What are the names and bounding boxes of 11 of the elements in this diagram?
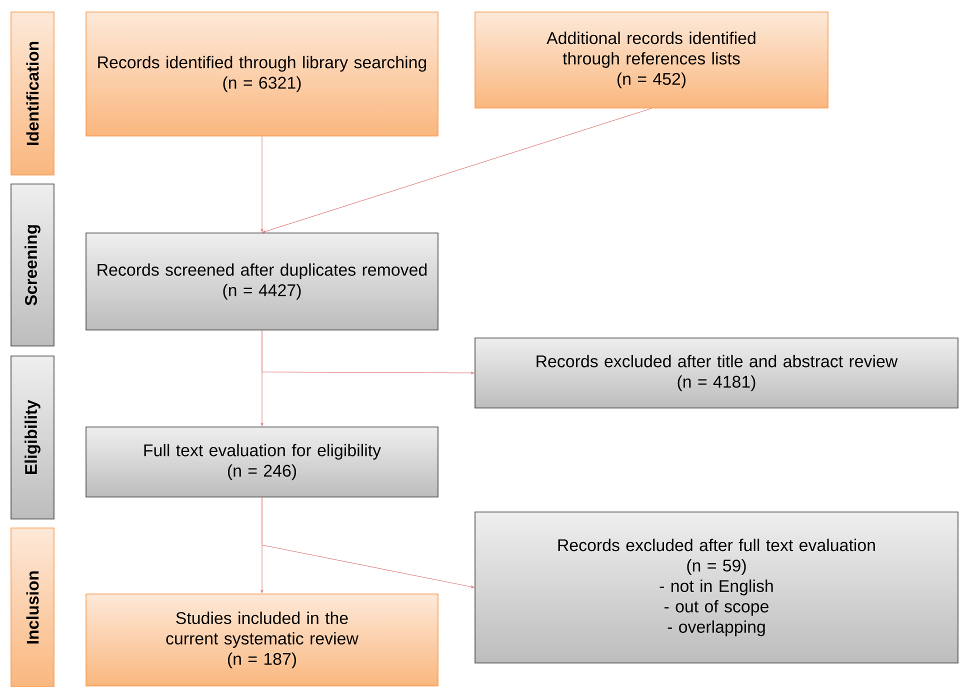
stage-band: Screening <box>10 184 54 346</box>
stage-band: Identification <box>10 12 54 176</box>
process-box: Records screened after duplicates removed (n = 4427) <box>86 232 438 330</box>
process-box: Records identified through library searching (n = 6321) <box>86 12 438 136</box>
process-box: Studies included in the current systematic review (n = 187) <box>86 594 438 686</box>
process-box: Additional records identified through references lists (n = 452) <box>474 12 828 108</box>
process-box: Records excluded after title and abstract review (n = 4181) <box>474 338 958 408</box>
stage-band: Eligibility <box>10 356 54 520</box>
process-box: Records excluded after full text evaluation (n = 59) - not in English - out of scope - overlapping <box>474 512 958 664</box>
stage-band: Inclusion <box>10 528 54 687</box>
process-box: Full text evaluation for eligibility (n = 246) <box>86 426 438 498</box>
